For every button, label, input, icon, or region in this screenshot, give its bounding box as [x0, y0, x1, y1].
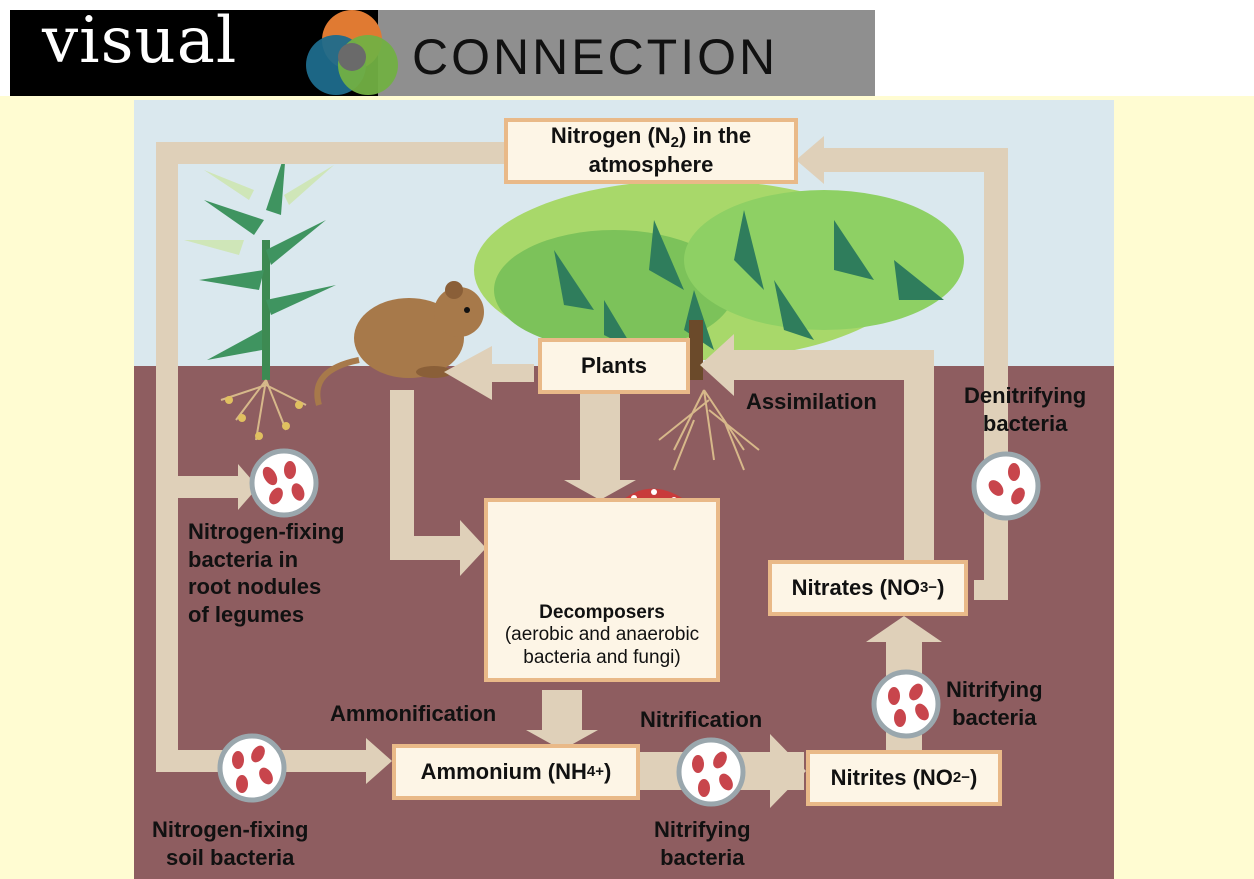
bacteria-circle-soil	[217, 733, 287, 803]
plant-roots-icon	[658, 389, 760, 471]
arrow-denitrify-top	[824, 148, 1008, 172]
rodent-icon	[314, 281, 484, 406]
bacteria-circle-legume	[249, 448, 319, 518]
node-plants: Plants	[538, 338, 690, 394]
arrow-to-legume-bacteria	[178, 476, 238, 498]
bacteria-circle-denitrifying	[971, 451, 1041, 521]
arrow-animal-down	[390, 390, 414, 560]
label-ammonification: Ammonification	[330, 701, 497, 726]
arrow-assimilation-horizontal	[734, 350, 934, 380]
nitrogen-cycle-diagram: Nitrogen (N2) in the atmosphere Plants D…	[134, 100, 1114, 879]
arrow-atmosphere-left	[156, 142, 504, 164]
arrow-left-vertical	[156, 142, 178, 772]
arrow-decomposers-down	[542, 690, 582, 730]
arrow-assimilation-vertical	[904, 350, 934, 560]
node-atmosphere: Nitrogen (N2) in the atmosphere	[504, 118, 798, 184]
label-assimilation: Assimilation	[746, 389, 877, 414]
arrow-denitrify-vertical	[984, 150, 1008, 600]
arrow-plants-to-animal	[444, 346, 534, 400]
diagram-artwork	[134, 100, 1114, 879]
legume-plant-icon	[184, 150, 336, 441]
node-decomposers: Decomposers (aerobic and anaerobic bacte…	[484, 498, 720, 682]
bacteria-circle-nitrifying-right	[871, 669, 941, 739]
tree-foliage-icon	[474, 180, 964, 380]
banner-logo-icon	[306, 10, 398, 95]
label-nitrification: Nitrification	[640, 707, 763, 732]
banner-word-connection: CONNECTION	[412, 29, 779, 85]
arrow-plants-down	[580, 390, 620, 480]
banner-word-visual: visual	[42, 4, 238, 78]
banner-connection-panel	[378, 10, 875, 96]
bacteria-circle-nitrification	[676, 737, 746, 807]
